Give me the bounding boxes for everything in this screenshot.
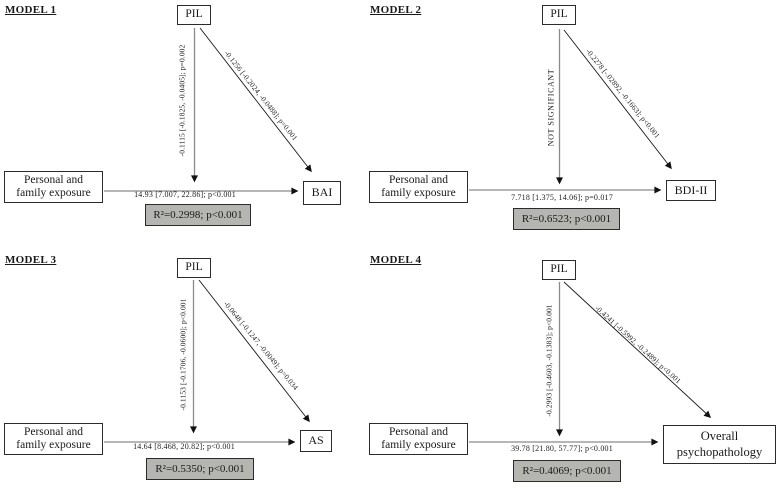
predictor-box: Personal and family exposure (4, 423, 103, 455)
mediator-label: PIL (550, 263, 568, 276)
vertical-path-stat-label: -0.1153 [-0.1706, -0.0600]; p<0.001 (178, 298, 188, 411)
model-title: MODEL 3 (5, 254, 57, 266)
model-4-arrows-layer (469, 281, 712, 446)
diagonal-arrow (198, 279, 310, 423)
mediator-box: PIL (542, 5, 576, 25)
model-title: MODEL 1 (5, 4, 57, 16)
diagonal-arrow (199, 27, 312, 173)
vertical-path-stat-label: -0.2993 [-0.4603, -0.1383]; p<0.001 (544, 304, 554, 417)
direct-path-stat-label: 14.64 [8.468, 20.82]; p<0.001 (133, 442, 235, 451)
outcome-label: BAI (311, 185, 333, 200)
model-1-arrows-layer (104, 27, 312, 195)
outcome-label: Overall psychopathology (676, 428, 763, 459)
predictor-label: Personal and family exposure (16, 173, 91, 199)
vertical-path-stat-label: -0.1115 [-0.1825, -0.0405]; p=0.002 (177, 44, 187, 157)
predictor-label: Personal and family exposure (381, 173, 456, 199)
predictor-label: Personal and family exposure (381, 425, 456, 451)
outcome-box: BDI-II (666, 180, 716, 201)
mediator-label: PIL (185, 8, 203, 21)
direct-path-stat-label: 7.718 [1.375, 14.06]; p=0.017 (511, 193, 613, 202)
model-4-panel: MODEL 4 PIL Personal and family exposure… (365, 252, 781, 487)
diagonal-arrow (563, 281, 712, 418)
r-squared-label: R²=0.2998; p<0.001 (153, 209, 243, 221)
outcome-box: AS (300, 430, 332, 452)
model-2-arrows-layer (469, 29, 672, 194)
model-3-panel: MODEL 3 PIL Personal and family exposure… (0, 252, 416, 487)
mediator-box: PIL (542, 260, 576, 280)
outcome-box: Overall psychopathology (663, 425, 776, 464)
outcome-label: AS (308, 433, 324, 448)
mediator-box: PIL (177, 5, 211, 25)
r-squared-label: R²=0.5350; p<0.001 (155, 463, 245, 475)
predictor-label: Personal and family exposure (16, 425, 91, 451)
direct-path-stat-label: 39.78 [21.80, 57.77]; p<0.001 (511, 444, 613, 453)
model-title: MODEL 2 (370, 4, 422, 16)
predictor-box: Personal and family exposure (369, 423, 468, 455)
mediator-label: PIL (185, 261, 203, 274)
diagonal-arrow (563, 29, 672, 170)
r-squared-label: R²=0.6523; p<0.001 (521, 213, 612, 225)
predictor-box: Personal and family exposure (369, 171, 468, 203)
model-2-panel: MODEL 2 PIL Personal and family exposure… (365, 0, 781, 246)
r-squared-box: R²=0.5350; p<0.001 (146, 458, 254, 480)
direct-path-stat-label: 14.93 [7.007, 22.86]; p<0.001 (134, 190, 236, 199)
r-squared-label: R²=0.4069; p<0.001 (522, 465, 612, 477)
r-squared-box: R²=0.6523; p<0.001 (513, 208, 620, 230)
mediator-label: PIL (550, 8, 568, 21)
outcome-box: BAI (303, 181, 341, 205)
predictor-box: Personal and family exposure (4, 171, 103, 203)
mediator-box: PIL (177, 258, 211, 278)
r-squared-box: R²=0.2998; p<0.001 (145, 204, 251, 226)
vertical-path-stat-label: NOT SIGNIFICANT (546, 68, 556, 147)
r-squared-box: R²=0.4069; p<0.001 (513, 460, 621, 482)
model-3-arrows-layer (104, 279, 310, 446)
model-1-panel: MODEL 1 PIL Personal and family exposure… (0, 0, 416, 246)
model-title: MODEL 4 (370, 254, 422, 266)
outcome-label: BDI-II (674, 182, 708, 197)
